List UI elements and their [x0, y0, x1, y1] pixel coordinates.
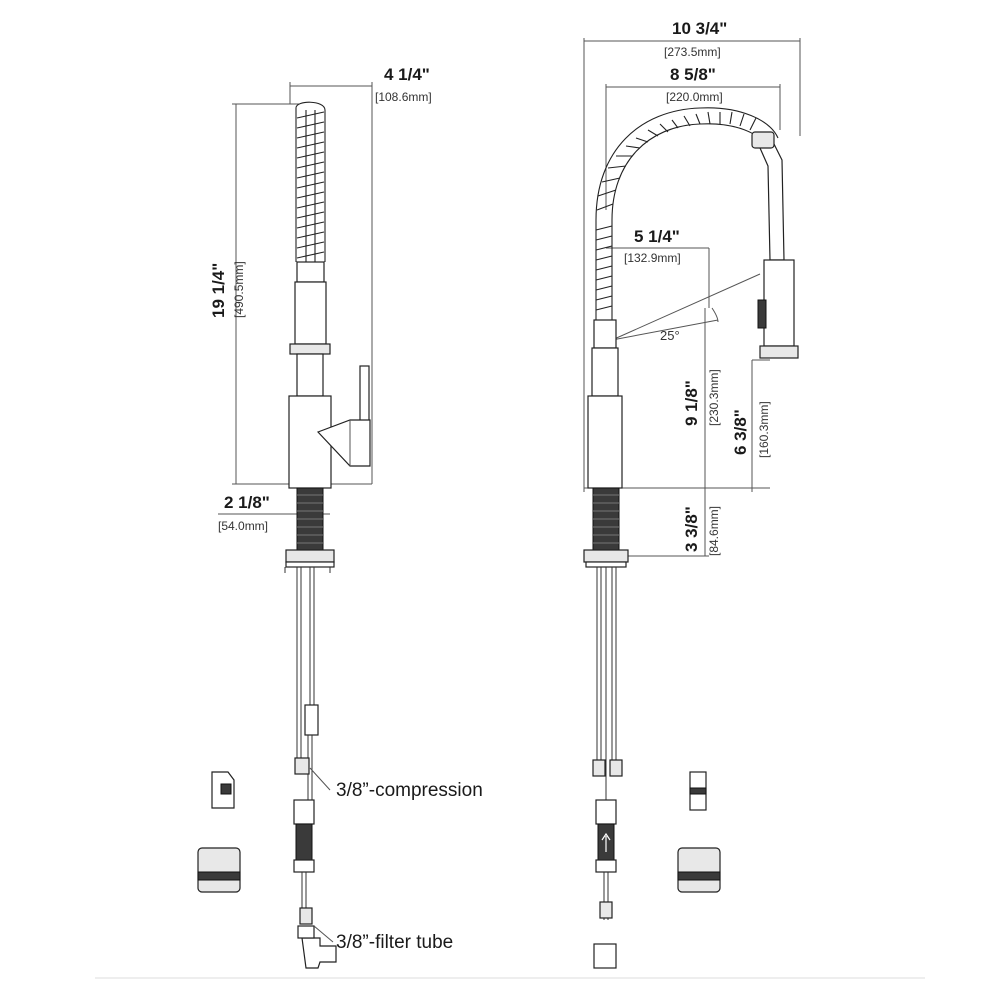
front-neck: [591, 347, 619, 397]
front-nut: [585, 561, 627, 568]
side-height-imperial: 19 1/4": [209, 263, 228, 318]
front-swing-arc: [611, 273, 761, 341]
side-base-imperial: 2 1/8": [224, 493, 270, 512]
side-nut: [285, 561, 335, 568]
side-base-metric: [54.0mm]: [218, 519, 268, 533]
front-mounting-plate: [583, 549, 629, 563]
side-threaded-shank: [296, 487, 324, 551]
side-width-top-imperial: 4 1/4": [384, 65, 430, 84]
side-filter-leader: [313, 925, 334, 943]
front-swing-imperial: 5 1/4": [634, 227, 680, 246]
side-main-body: [288, 395, 332, 489]
side-handle: [316, 365, 371, 467]
front-deck-imperial: 3 3/8": [682, 506, 701, 552]
front-reach-total-metric: [273.5mm]: [664, 45, 721, 59]
front-spout-collar: [593, 319, 617, 349]
front-outlet-height-metric: [160.3mm]: [757, 401, 771, 458]
side-view: 4 1/4" [108.6mm] 19 1/4" [490.5mm] 2 1/8…: [197, 65, 483, 969]
front-supply-lines: [592, 567, 623, 969]
side-upper-body: [294, 281, 327, 345]
side-width-top-metric: [108.6mm]: [375, 90, 432, 104]
front-threaded-shank: [592, 487, 620, 551]
front-spout-height-imperial: 9 1/8": [682, 380, 701, 426]
side-spring-coil: [295, 101, 326, 262]
front-spray-arm: [751, 131, 799, 359]
side-loose-nut: [197, 847, 241, 893]
callout-filter-tube: 3/8”-filter tube: [336, 932, 453, 953]
front-swing-metric: [132.9mm]: [624, 251, 681, 265]
front-reach-spout-imperial: 8 5/8": [670, 65, 716, 84]
side-compression-leader: [309, 767, 331, 791]
front-spring-coil: [595, 107, 779, 320]
front-deck-metric: [84.6mm]: [707, 506, 721, 556]
side-height-metric: [490.5mm]: [232, 261, 246, 318]
front-main-body: [587, 395, 623, 489]
front-outlet-height-imperial: 6 3/8": [731, 409, 750, 455]
front-spout-height-metric: [230.3mm]: [707, 369, 721, 426]
side-neck: [296, 353, 324, 397]
callout-compression: 3/8”-compression: [336, 780, 483, 801]
front-reach-total-imperial: 10 3/4": [672, 19, 727, 38]
front-loose-fitting: [689, 771, 707, 811]
side-spout-collar: [296, 261, 325, 283]
side-supply-lines: [284, 567, 337, 969]
side-mounting-plate: [285, 549, 335, 563]
side-mid-ring: [289, 343, 331, 355]
front-angle-label: 25°: [660, 328, 680, 343]
side-loose-fitting: [211, 771, 235, 809]
front-view: 10 3/4" [273.5mm] 8 5/8" [220.0mm] 5 1/4…: [583, 19, 801, 969]
front-loose-nut: [677, 847, 721, 893]
front-reach-spout-metric: [220.0mm]: [666, 90, 723, 104]
